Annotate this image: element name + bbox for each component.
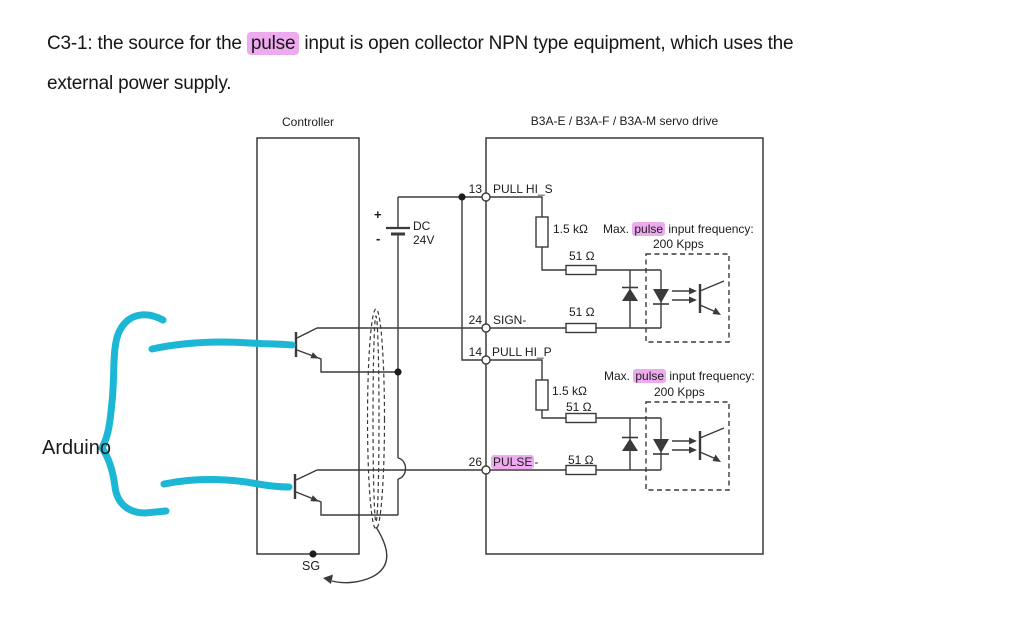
phototransistor-ch2 bbox=[698, 427, 725, 460]
wires bbox=[317, 196, 662, 515]
pin-number-14: 14 bbox=[468, 345, 482, 359]
arduino-pointer-top bbox=[148, 338, 296, 353]
light-arrows-ch1 bbox=[672, 290, 689, 301]
caption-line-2: external power supply. bbox=[47, 73, 232, 94]
resistor-label-51-ch1-bottom: 51 Ω bbox=[569, 305, 595, 319]
arduino-label: Arduino bbox=[42, 437, 111, 459]
pin-name-pull-hi-s: PULL HI_S bbox=[493, 182, 553, 196]
optocoupler-box-ch2 bbox=[645, 401, 730, 491]
arduino-annotation-marks bbox=[98, 311, 296, 517]
resistor-label-51-ch2-bottom: 51 Ω bbox=[568, 453, 594, 467]
servo-drive-box bbox=[485, 137, 764, 555]
resistor-51-ch1-top bbox=[565, 264, 597, 276]
pulse-highlight: PULSE bbox=[491, 455, 535, 469]
protection-diode-ch1 bbox=[622, 288, 638, 301]
max-frequency-value-ch2: 200 Kpps bbox=[654, 385, 705, 399]
led-ch2 bbox=[653, 439, 669, 453]
resistor-51-ch2-bottom bbox=[565, 464, 597, 476]
wire-pullhip bbox=[461, 197, 486, 361]
pin-terminal-14 bbox=[481, 355, 491, 365]
note-highlight-ch2: pulse bbox=[633, 369, 667, 383]
max-frequency-note-ch1: Max. pulse input frequency: bbox=[603, 222, 754, 236]
resistor-label-51-ch2-top: 51 Ω bbox=[566, 400, 592, 414]
led-ch1 bbox=[653, 289, 669, 303]
pin-number-13: 13 bbox=[468, 182, 482, 196]
pulse-suffix: - bbox=[534, 455, 539, 469]
servo-drive-label: B3A-E / B3A-F / B3A-M servo drive bbox=[530, 114, 719, 128]
resistor-1k5-ch1 bbox=[535, 216, 549, 248]
cable-shield bbox=[366, 308, 386, 530]
battery-plus-sign: + bbox=[374, 207, 382, 222]
pin-name-pull-hi-p: PULL HI_P bbox=[492, 345, 552, 359]
protection-diode-ch2 bbox=[622, 438, 638, 451]
light-arrows-ch2 bbox=[672, 440, 689, 451]
optocoupler-ch2 bbox=[622, 427, 725, 462]
resistor-label-51-ch1-top: 51 Ω bbox=[569, 249, 595, 263]
pin-terminal-26 bbox=[481, 465, 491, 475]
npn-transistor-1 bbox=[294, 327, 398, 373]
max-frequency-value-ch1: 200 Kpps bbox=[653, 237, 704, 251]
arduino-brace bbox=[98, 311, 170, 517]
note-highlight-ch1: pulse bbox=[632, 222, 666, 236]
pin-terminal-24 bbox=[481, 323, 491, 333]
caption-line-1: C3-1: the source for the pulse input is … bbox=[47, 32, 794, 55]
resistor-1k5-ch2 bbox=[535, 379, 549, 411]
optocoupler-box-ch1 bbox=[645, 253, 730, 343]
controller-label: Controller bbox=[281, 115, 335, 129]
caption-text: C3-1: the source for the bbox=[47, 33, 247, 54]
resistor-51-ch2-top bbox=[565, 412, 597, 424]
wire-ch2-top bbox=[486, 359, 661, 419]
arduino-pointer-bottom bbox=[160, 476, 293, 491]
npn-transistor-2 bbox=[293, 469, 398, 516]
resistor-51-ch1-bottom bbox=[565, 322, 597, 334]
pin-number-24: 24 bbox=[468, 313, 482, 327]
max-frequency-note-ch2: Max. pulse input frequency: bbox=[604, 369, 755, 383]
caption-text-cont: input is open collector NPN type equipme… bbox=[299, 33, 794, 54]
junction-dot-return bbox=[394, 368, 402, 376]
pin-number-26: 26 bbox=[468, 455, 482, 469]
phototransistor-ch1 bbox=[698, 280, 725, 313]
sg-terminal-dot bbox=[309, 550, 317, 558]
pin-terminal-13 bbox=[481, 192, 491, 202]
battery-label-24v: 24V bbox=[413, 233, 435, 247]
resistor-label-1k5-ch2: 1.5 kΩ bbox=[552, 384, 587, 398]
pin-name-sign: SIGN- bbox=[493, 313, 527, 327]
battery-symbol bbox=[386, 226, 410, 236]
battery-label-dc: DC bbox=[413, 219, 431, 233]
resistor-label-1k5-ch1: 1.5 kΩ bbox=[553, 222, 588, 236]
battery-minus-sign: - bbox=[376, 231, 381, 246]
caption-highlight-pulse: pulse bbox=[246, 32, 300, 55]
sg-label: SG bbox=[302, 559, 321, 573]
junction-dot-rail bbox=[458, 193, 466, 201]
wire-hop bbox=[397, 457, 407, 480]
pin-name-pulse: PULSE- bbox=[491, 455, 538, 469]
optocoupler-ch1 bbox=[622, 280, 725, 315]
shield-ground-arrow bbox=[323, 526, 388, 584]
wire-ch1-top bbox=[486, 196, 661, 271]
